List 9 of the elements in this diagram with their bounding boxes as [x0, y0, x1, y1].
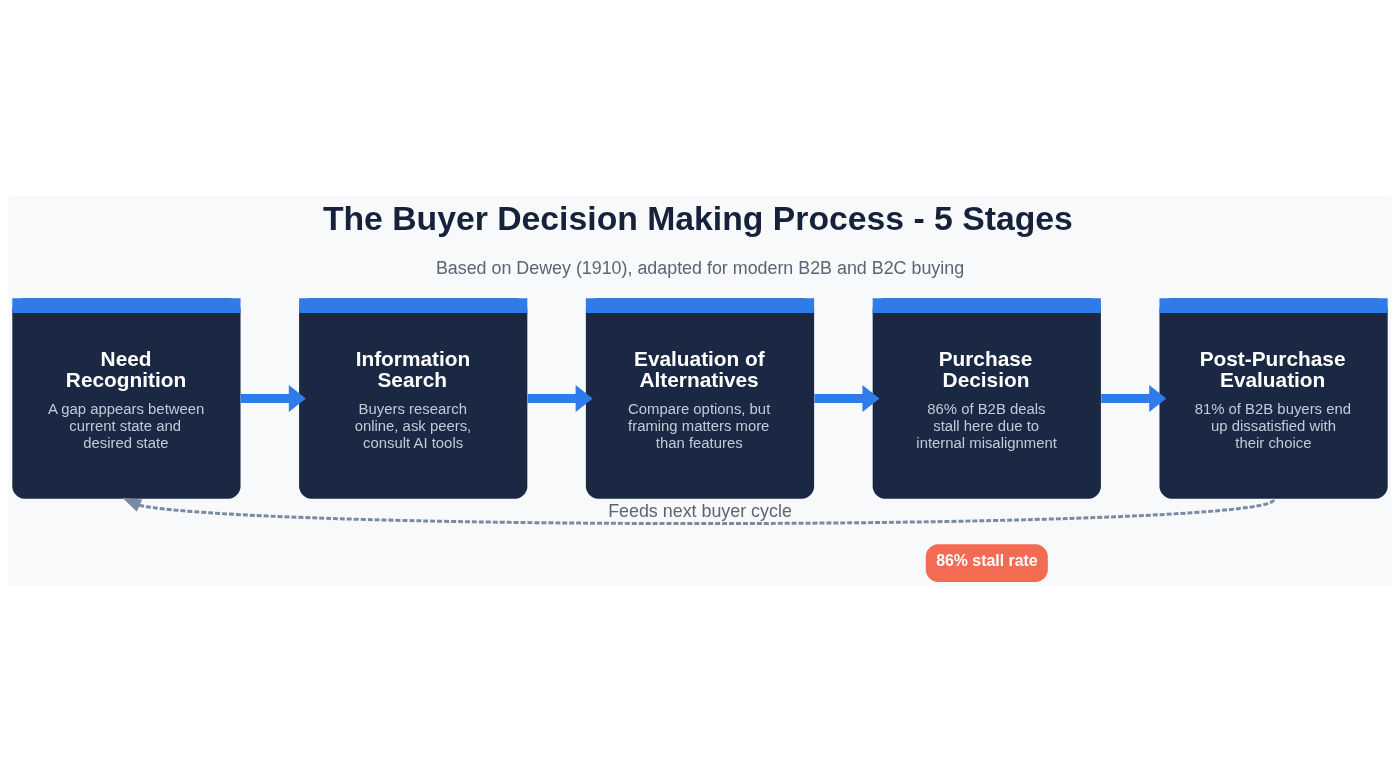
arrow — [814, 384, 880, 412]
diagram-title: The Buyer Decision Making Process - 5 Stages — [322, 198, 1073, 237]
arrow — [240, 384, 306, 412]
arrow — [122, 497, 1275, 525]
arrow — [527, 384, 593, 412]
label: Based on Dewey (1910), adapted for modern B2B and B2C buying — [435, 257, 965, 278]
edge-label: Feeds next buyer cycle — [608, 500, 792, 521]
node-box: 86% stall rate — [925, 543, 1048, 582]
arrow — [1101, 384, 1167, 412]
